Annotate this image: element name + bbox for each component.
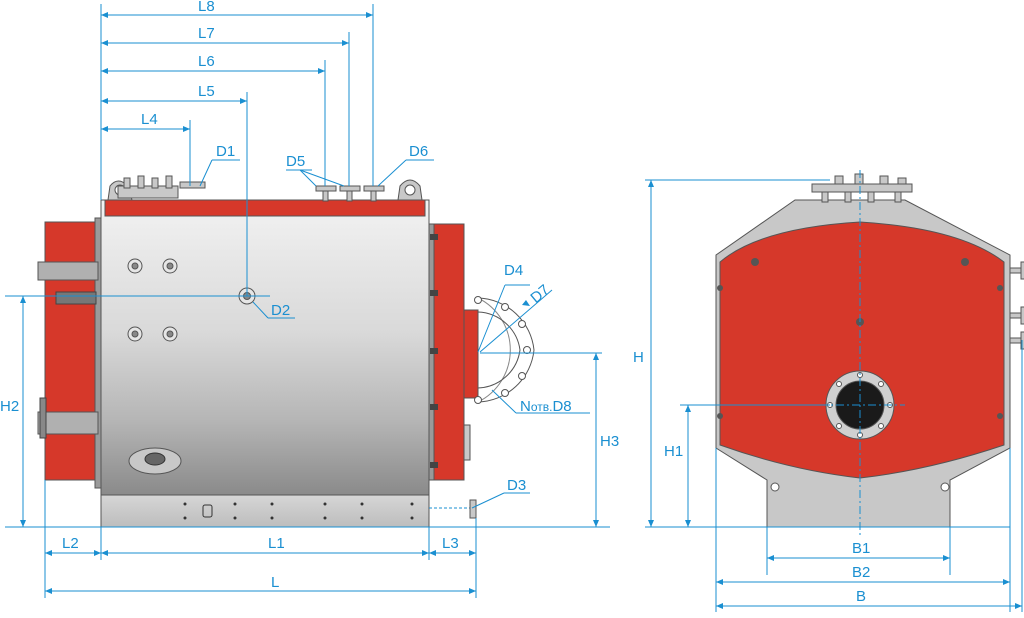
label-d7: D7 bbox=[527, 281, 553, 306]
label-d1: D1 bbox=[216, 143, 235, 160]
top-nozzles bbox=[315, 185, 385, 202]
label-d3: D3 bbox=[507, 477, 526, 494]
front-top-fittings bbox=[811, 173, 913, 203]
label-l7: L7 bbox=[198, 25, 215, 42]
dimension-lines bbox=[5, 4, 1023, 612]
base-hole-left bbox=[770, 482, 780, 492]
label-b2: B2 bbox=[852, 564, 870, 581]
label-d8: Nотв.D8 bbox=[520, 398, 572, 415]
flue-flange bbox=[474, 296, 535, 404]
label-h: H bbox=[633, 349, 644, 366]
top-red-band bbox=[104, 199, 426, 217]
sight-glass-pipe bbox=[55, 291, 97, 305]
label-l1: L1 bbox=[268, 535, 285, 552]
label-d6: D6 bbox=[409, 143, 428, 160]
door-hinge-top bbox=[37, 261, 99, 281]
label-l5: L5 bbox=[198, 83, 215, 100]
rear-plate bbox=[433, 223, 465, 481]
side-view bbox=[37, 175, 535, 528]
dimension-arrows bbox=[20, 12, 1022, 609]
label-l: L bbox=[271, 574, 279, 591]
front-door-plate bbox=[44, 221, 98, 481]
flue-flange-edge bbox=[463, 424, 471, 461]
label-d5: D5 bbox=[286, 153, 305, 170]
rear-plate-bolts bbox=[430, 234, 438, 468]
base-bolts bbox=[183, 502, 414, 520]
label-h2: H2 bbox=[0, 398, 19, 415]
front-side-nozzles bbox=[1009, 261, 1024, 350]
label-h3: H3 bbox=[600, 433, 619, 450]
label-b: B bbox=[856, 588, 866, 605]
inspection-ports bbox=[127, 258, 256, 342]
label-d4: D4 bbox=[504, 262, 523, 279]
label-b1: B1 bbox=[852, 540, 870, 557]
base-hole-right bbox=[940, 482, 950, 492]
top-fittings-cluster bbox=[117, 175, 206, 199]
front-view bbox=[715, 170, 1024, 535]
label-d2: D2 bbox=[271, 302, 290, 319]
door-hinge-bottom bbox=[37, 411, 99, 435]
label-l8: L8 bbox=[198, 0, 215, 15]
flue-collar bbox=[463, 309, 479, 399]
label-l4: L4 bbox=[141, 111, 158, 128]
label-l3: L3 bbox=[442, 535, 459, 552]
label-l2: L2 bbox=[62, 535, 79, 552]
base-frame bbox=[100, 494, 430, 528]
label-l6: L6 bbox=[198, 53, 215, 70]
label-h1: H1 bbox=[664, 443, 683, 460]
door-handle-bar bbox=[39, 397, 47, 439]
